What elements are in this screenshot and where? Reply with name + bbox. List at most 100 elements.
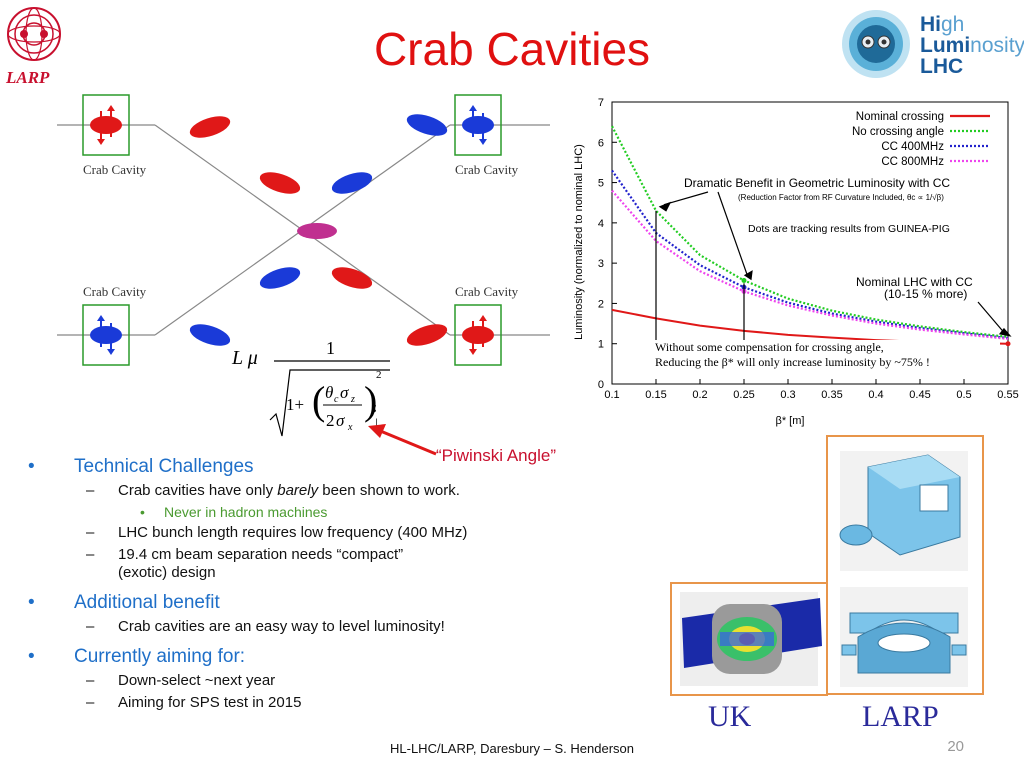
- x-tick-label: 0.55: [997, 389, 1018, 401]
- crab-cavity-label: Crab Cavity: [83, 162, 147, 177]
- sub-bullet: –Crab cavities have only barely been sho…: [86, 482, 460, 499]
- bunch-cavity-tr: [462, 105, 494, 145]
- blue-bunch: [259, 267, 301, 289]
- hl-line3: LHC: [920, 55, 964, 78]
- series-line-0: [611, 308, 1009, 345]
- legend-label: CC 800MHz: [881, 156, 944, 168]
- crab-cavity-label: Crab Cavity: [455, 284, 519, 299]
- sub-bullet: –19.4 cm beam separation needs “compact”…: [86, 546, 404, 581]
- x-tick-label: 0.3: [780, 389, 795, 401]
- svg-text:2: 2: [326, 411, 335, 430]
- svg-text:x: x: [347, 422, 353, 433]
- larp-cavity-image: [839, 451, 968, 687]
- sub-bullet: –Down-select ~next year: [86, 672, 276, 689]
- chart-note: Without some compensation for crossing a…: [655, 340, 1000, 370]
- hl-lhc-logo-text: High Luminosity LHC: [920, 14, 1024, 77]
- bunch-cavity-br: [462, 315, 494, 355]
- svg-text:z: z: [350, 394, 355, 405]
- arrow-line: [717, 191, 749, 278]
- piwinski-arrow: [368, 424, 437, 456]
- svg-text::: :: [372, 399, 377, 416]
- sub-bullet: –LHC bunch length requires low frequency…: [86, 524, 468, 541]
- red-bunch: [189, 116, 231, 138]
- formula-one-plus: 1+: [286, 395, 304, 414]
- x-tick-label: 0.25: [733, 389, 754, 401]
- svg-text:θ: θ: [325, 383, 333, 402]
- annotation-10-15: (10-15 % more): [884, 287, 967, 301]
- larp-logo: [4, 4, 64, 64]
- x-tick-label: 0.5: [956, 389, 971, 401]
- overlap-bunch: [297, 223, 337, 239]
- y-tick-label: 6: [598, 137, 604, 149]
- svg-text:): ): [364, 378, 377, 423]
- series-line-1: [611, 125, 1009, 338]
- y-axis-label: Luminosity (normalized to nominal LHC): [573, 144, 585, 340]
- blue-bunch: [331, 172, 373, 194]
- red-bunch: [259, 172, 301, 194]
- bullet-additional-benefit: •Additional benefit: [28, 592, 220, 613]
- svg-text:σ: σ: [340, 383, 349, 402]
- series-line-3: [611, 189, 1009, 340]
- x-tick-label: 0.2: [692, 389, 707, 401]
- legend-label: No crossing angle: [852, 126, 944, 138]
- slide-title: Crab Cavities: [373, 23, 651, 75]
- chart-note-line2: Reducing the β* will only increase lumin…: [655, 355, 930, 369]
- y-tick-label: 4: [598, 218, 604, 230]
- x-axis-label: β* [m]: [776, 415, 805, 427]
- x-tick-label: 0.1: [604, 389, 619, 401]
- crab-cavity-box-bl: [82, 304, 130, 366]
- hl-lhc-logo-icon: [842, 10, 910, 78]
- sub-bullet: –Aiming for SPS test in 2015: [86, 694, 302, 711]
- y-tick-label: 7: [598, 97, 604, 109]
- arrow-line: [977, 301, 1007, 336]
- annotation-dots: Dots are tracking results from GUINEA-PI…: [748, 223, 950, 235]
- hl-lhc-logo: [838, 8, 918, 80]
- uk-label: UK: [708, 700, 752, 733]
- tracking-dot: [741, 277, 747, 283]
- annotation-reduction: (Reduction Factor from RF Curvature Incl…: [738, 193, 944, 202]
- y-tick-label: 1: [598, 339, 604, 351]
- hl-line1: High: [920, 13, 965, 36]
- arrow-head-icon: [658, 201, 672, 212]
- legend-label: CC 400MHz: [881, 141, 944, 153]
- red-bunch: [331, 267, 373, 289]
- larp-image-frame: [826, 435, 984, 695]
- plot-frame: [611, 101, 1009, 385]
- red-bunch: [406, 324, 448, 346]
- crab-cavity-label: Crab Cavity: [455, 162, 519, 177]
- svg-text:σ: σ: [336, 411, 345, 430]
- chart-note-line1: Without some compensation for crossing a…: [655, 340, 884, 354]
- arrow-head-icon: [998, 327, 1012, 337]
- svg-text:|: |: [375, 417, 378, 432]
- blue-bunch: [406, 114, 448, 136]
- y-tick-label: 2: [598, 298, 604, 310]
- crab-cavity-box-br: [454, 304, 502, 366]
- arrow-head-icon: [368, 424, 386, 438]
- crab-cavity-box-tl: [82, 94, 130, 156]
- sub-bullet: –Crab cavities are an easy way to level …: [86, 618, 445, 635]
- x-tick-label: 0.15: [645, 389, 666, 401]
- annotation-dramatic: Dramatic Benefit in Geometric Luminosity…: [684, 176, 950, 190]
- hl-line2: Luminosity: [920, 34, 1024, 57]
- uk-cavity-image: [680, 592, 822, 686]
- annotation-nominal-cc: Nominal LHC with CC: [856, 275, 973, 289]
- crab-cavity-box-tr: [454, 94, 502, 156]
- series-line-2: [611, 169, 1009, 340]
- x-tick-label: 0.45: [909, 389, 930, 401]
- nominal-end-dot: [1005, 341, 1011, 347]
- bullet-currently-aiming: •Currently aiming for:: [28, 646, 246, 667]
- x-tick-label: 0.35: [821, 389, 842, 401]
- arrow-head-icon: [743, 270, 753, 281]
- bullet-technical-challenges: •Technical Challenges: [28, 456, 254, 477]
- larp-logo-label: LARP: [6, 68, 50, 87]
- svg-text:c: c: [334, 394, 339, 405]
- svg-text:(: (: [312, 378, 325, 423]
- piwinski-angle-label: “Piwinski Angle”: [436, 446, 556, 465]
- y-tick-label: 3: [598, 258, 604, 270]
- svg-text:2: 2: [376, 369, 382, 381]
- footer-text: HL-LHC/LARP, Daresbury – S. Henderson: [390, 741, 634, 756]
- luminosity-formula: L μ 1 1+ ( θ c σ z 2 σ x ) 2 : |: [231, 338, 390, 437]
- page-number: 20: [947, 738, 964, 755]
- bunch-cavity-bl: [90, 315, 122, 355]
